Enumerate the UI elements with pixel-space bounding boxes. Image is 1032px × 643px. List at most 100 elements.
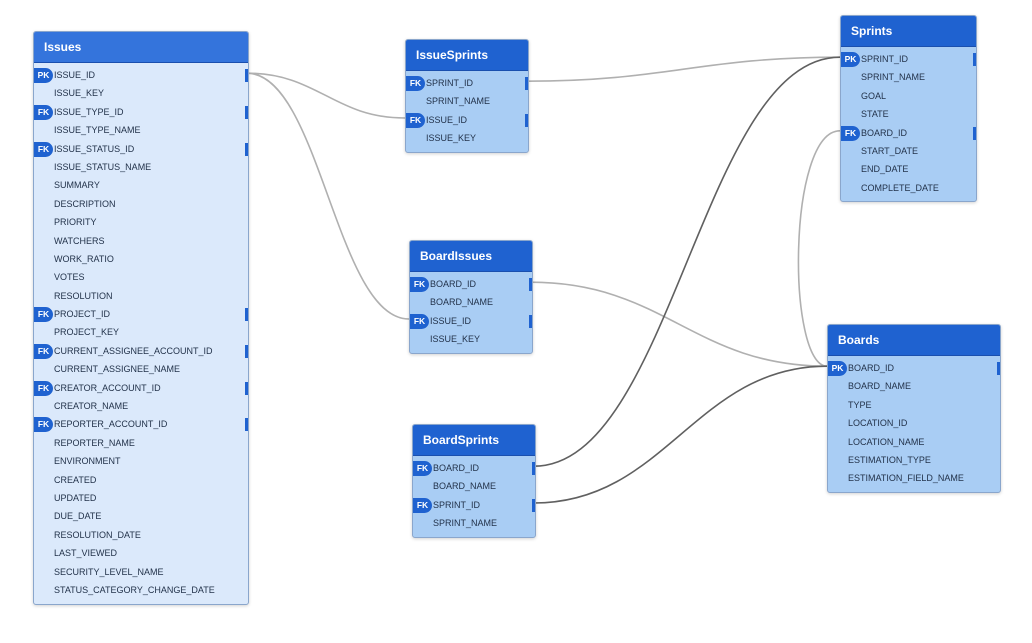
column-row[interactable]: ISSUE_KEY <box>34 84 248 102</box>
column-row[interactable]: CREATOR_NAME <box>34 397 248 415</box>
column-name: REPORTER_ACCOUNT_ID <box>54 419 168 430</box>
connector-handle[interactable] <box>245 381 248 395</box>
column-row[interactable]: WATCHERS <box>34 232 248 250</box>
column-name: ISSUE_ID <box>430 315 472 326</box>
connector-handle[interactable] <box>245 308 248 322</box>
connector-handle[interactable] <box>525 77 528 90</box>
table-title[interactable]: Sprints <box>841 16 976 47</box>
connector-handle[interactable] <box>973 126 976 140</box>
column-row[interactable]: STATUS_CATEGORY_CHANGE_DATE <box>34 581 248 599</box>
column-row[interactable]: BOARD_NAME <box>413 477 535 495</box>
column-row[interactable]: STATE <box>841 105 976 123</box>
column-row[interactable]: SPRINT_NAME <box>413 514 535 532</box>
column-row[interactable]: DUE_DATE <box>34 507 248 525</box>
foreign-key-badge: FK <box>413 497 432 513</box>
connector-handle[interactable] <box>245 105 248 119</box>
column-row[interactable]: ISSUE_KEY <box>410 330 532 348</box>
table-title[interactable]: IssueSprints <box>406 40 528 71</box>
column-row[interactable]: WORK_RATIO <box>34 250 248 268</box>
column-row[interactable]: ENVIRONMENT <box>34 452 248 470</box>
column-row[interactable]: UPDATED <box>34 489 248 507</box>
column-row[interactable]: SUMMARY <box>34 176 248 194</box>
column-row[interactable]: GOAL <box>841 87 976 105</box>
column-name: COMPLETE_DATE <box>861 182 939 193</box>
column-row[interactable]: BOARD_NAME <box>828 377 1000 395</box>
column-name: ISSUE_ID <box>426 114 468 125</box>
relationship-line[interactable] <box>533 365 828 504</box>
column-row[interactable]: LOCATION_NAME <box>828 433 1000 451</box>
table-title[interactable]: BoardIssues <box>410 241 532 272</box>
column-row[interactable]: ESTIMATION_FIELD_NAME <box>828 469 1000 487</box>
connector-handle[interactable] <box>529 314 532 328</box>
table-title[interactable]: Issues <box>34 32 248 63</box>
column-row[interactable]: ISSUE_TYPE_NAME <box>34 121 248 139</box>
relationship-line[interactable] <box>533 56 841 467</box>
connector-handle[interactable] <box>245 69 248 82</box>
column-row[interactable]: LOCATION_ID <box>828 414 1000 432</box>
column-row[interactable]: SECURITY_LEVEL_NAME <box>34 563 248 581</box>
relationship-line[interactable] <box>526 56 841 82</box>
connector-handle[interactable] <box>532 498 535 512</box>
column-name: DESCRIPTION <box>54 198 116 209</box>
connector-handle[interactable] <box>529 278 532 291</box>
column-row[interactable]: PROJECT_KEY <box>34 323 248 341</box>
column-row[interactable]: REPORTER_NAME <box>34 434 248 452</box>
column-row[interactable]: SPRINT_NAME <box>841 68 976 86</box>
relationship-line[interactable] <box>530 281 828 367</box>
column-row[interactable]: ISSUE_STATUS_NAME <box>34 158 248 176</box>
connector-handle[interactable] <box>245 344 248 358</box>
column-name: ENVIRONMENT <box>54 456 121 467</box>
column-row[interactable]: LAST_VIEWED <box>34 544 248 562</box>
column-row[interactable]: TYPE <box>828 396 1000 414</box>
connector-handle[interactable] <box>997 362 1000 375</box>
connector-handle[interactable] <box>532 462 535 475</box>
relationship-line[interactable] <box>246 72 410 320</box>
column-row[interactable]: COMPLETE_DATE <box>841 179 976 197</box>
column-row[interactable]: RESOLUTION_DATE <box>34 526 248 544</box>
column-row[interactable]: END_DATE <box>841 160 976 178</box>
table-title[interactable]: Boards <box>828 325 1000 356</box>
column-row[interactable]: ISSUE_KEY <box>406 129 528 147</box>
column-row[interactable]: VOTES <box>34 268 248 286</box>
column-row[interactable]: RESOLUTION <box>34 287 248 305</box>
column-row[interactable]: CREATED <box>34 471 248 489</box>
relationship-line[interactable] <box>246 72 406 119</box>
column-row[interactable]: CURRENT_ASSIGNEE_NAME <box>34 360 248 378</box>
column-name: SPRINT_ID <box>433 499 481 510</box>
column-row[interactable]: DESCRIPTION <box>34 195 248 213</box>
table-title[interactable]: BoardSprints <box>413 425 535 456</box>
connector-handle[interactable] <box>245 418 248 432</box>
column-row[interactable]: SPRINT_NAME <box>406 92 528 110</box>
connector-handle[interactable] <box>245 142 248 156</box>
column-row[interactable]: PRIORITY <box>34 213 248 231</box>
column-row[interactable]: START_DATE <box>841 142 976 160</box>
connector-handle[interactable] <box>525 113 528 127</box>
connector-handle[interactable] <box>973 53 976 66</box>
column-row[interactable]: ESTIMATION_TYPE <box>828 451 1000 469</box>
column-row[interactable]: BOARD_NAME <box>410 293 532 311</box>
column-name: STATE <box>861 109 889 120</box>
